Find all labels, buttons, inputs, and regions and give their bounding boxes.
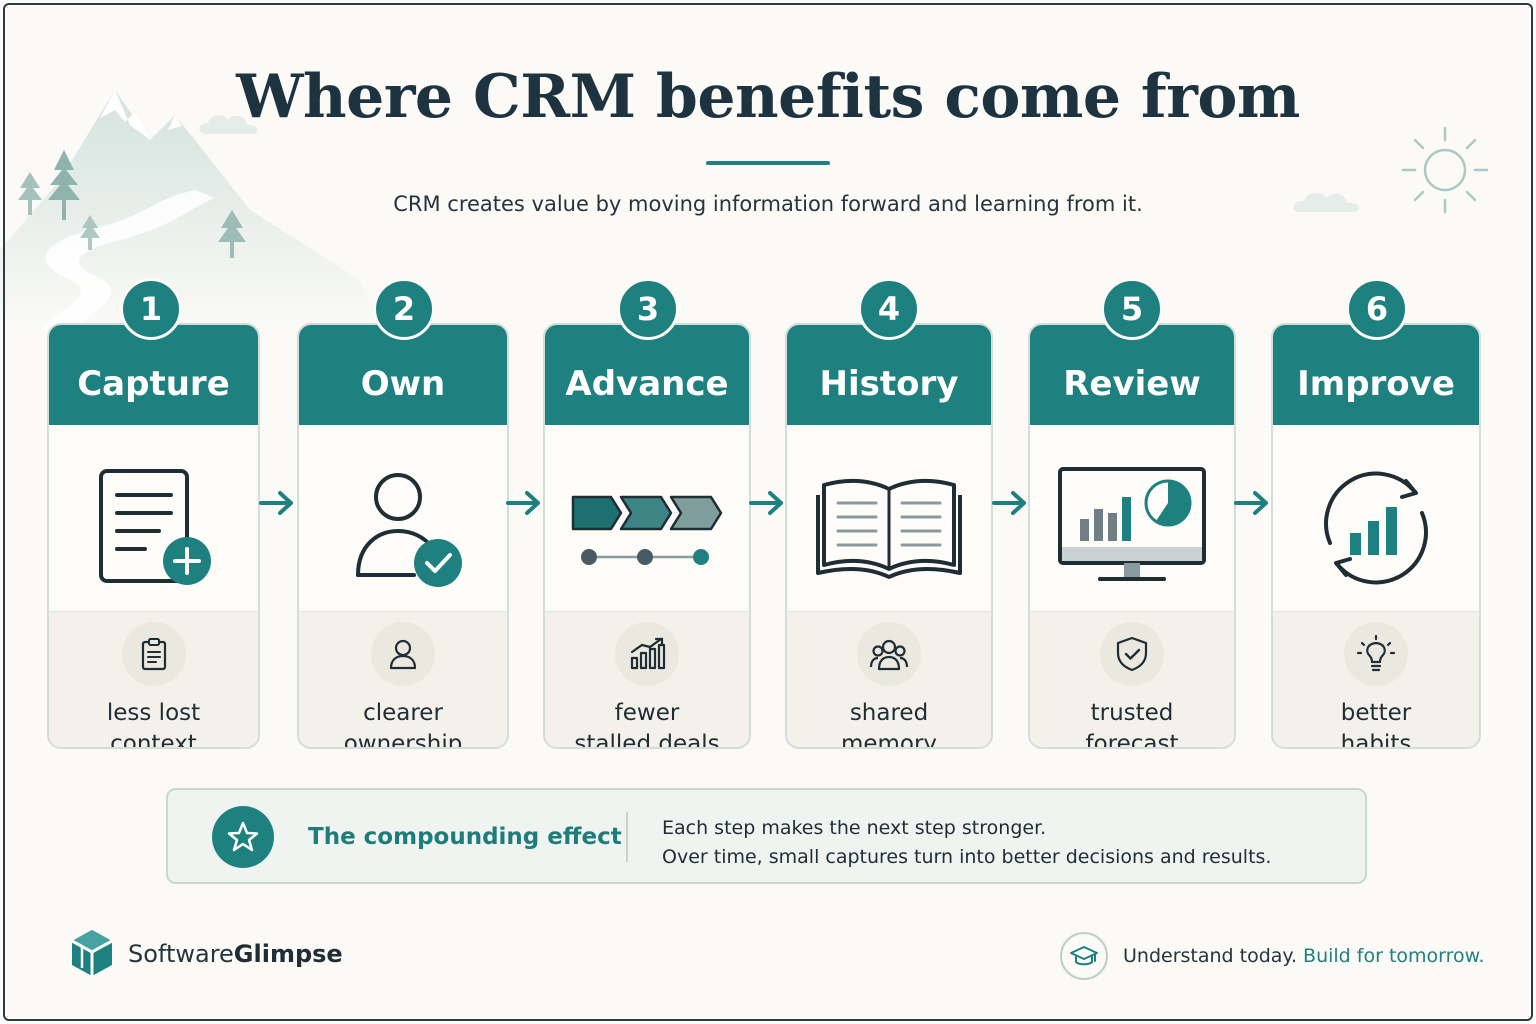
user-icon (389, 639, 417, 670)
cloud-decoration (199, 114, 258, 134)
step-number-badge: 3 (617, 278, 679, 340)
growth-chart-icon (630, 637, 666, 670)
improvement-cycle-icon (1324, 471, 1428, 584)
open-book-icon (816, 478, 962, 579)
step-title: History (787, 325, 991, 425)
title-underline (706, 161, 830, 165)
effect-title: The compounding effect (308, 824, 622, 850)
graduation-cap-icon (1060, 932, 1108, 980)
page-subtitle: CRM creates value by moving information … (393, 192, 1143, 216)
star-icon (212, 806, 274, 868)
document-add-icon (98, 468, 211, 585)
sun-icon (1401, 126, 1489, 214)
divider (626, 812, 628, 862)
arrow-right-icon (506, 491, 540, 515)
step-number-badge: 4 (858, 278, 920, 340)
arrow-right-icon (749, 491, 783, 515)
tagline: Understand today. Build for tomorrow. (1123, 945, 1485, 967)
page-title: Where CRM benefits come from (236, 62, 1300, 132)
step-title: Review (1030, 325, 1234, 425)
mountain-landscape-illustration (0, 90, 380, 330)
step-number-badge: 6 (1346, 278, 1408, 340)
step-number-badge: 1 (120, 278, 182, 340)
cloud-decoration (1293, 192, 1360, 212)
softwareglimpse-logo-icon (71, 930, 113, 976)
clipboard-icon (141, 638, 166, 671)
step-number-badge: 5 (1101, 278, 1163, 340)
arrow-right-icon (259, 491, 293, 515)
user-check-icon (356, 472, 462, 587)
step-number-badge: 2 (373, 278, 435, 340)
effect-description: Each step makes the next step stronger. … (662, 817, 1272, 868)
step-title: Own (299, 325, 507, 425)
shield-check-icon (1116, 636, 1148, 672)
team-icon (869, 639, 909, 671)
step-title: Capture (49, 325, 258, 425)
dashboard-monitor-icon (1058, 466, 1206, 581)
arrow-right-icon (1234, 491, 1268, 515)
step-title: Advance (545, 325, 749, 425)
lightbulb-icon (1356, 635, 1396, 672)
compounding-effect-panel: The compounding effect Each step makes t… (166, 788, 1367, 884)
brand-name: SoftwareGlimpse (128, 940, 343, 968)
pipeline-stages-icon (571, 495, 723, 565)
step-title: Improve (1273, 325, 1479, 425)
arrow-right-icon (992, 491, 1026, 515)
